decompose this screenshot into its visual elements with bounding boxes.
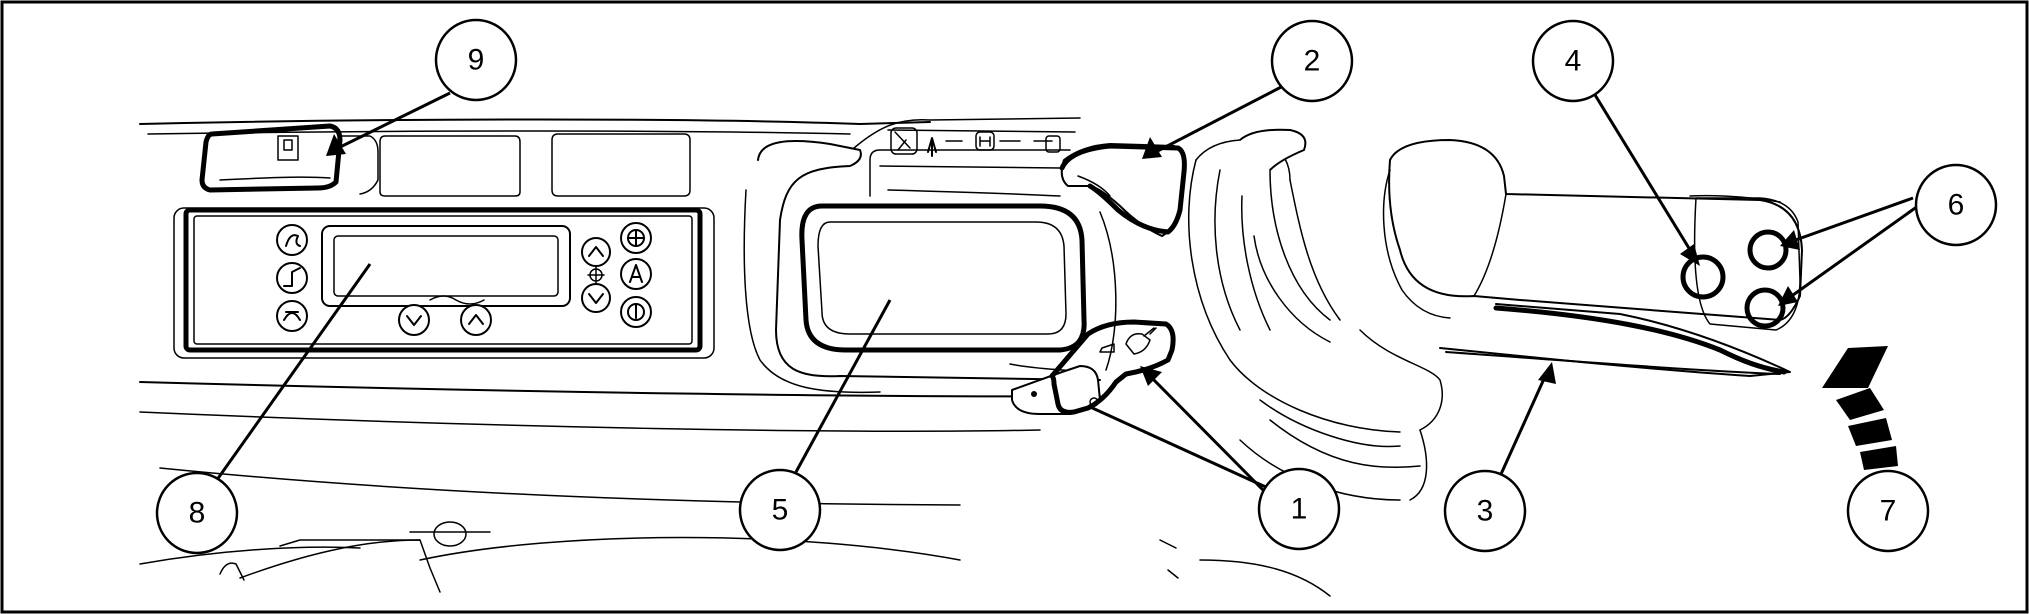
fan-up-button[interactable] — [460, 304, 492, 336]
a-icon — [629, 264, 643, 283]
leader-6b-arrowhead — [1778, 286, 1798, 306]
callout-9: 9 — [434, 18, 518, 102]
indicator-strip — [887, 127, 1076, 157]
fan-button[interactable] — [620, 222, 652, 254]
temperature-up-icon — [588, 246, 604, 257]
leader-3 — [1495, 369, 1550, 484]
callout-1: 1 — [1257, 467, 1341, 551]
control-column — [1188, 139, 1443, 501]
leader-5 — [794, 299, 892, 473]
tool-indicator-icon — [890, 127, 918, 155]
leader-4 — [1590, 89, 1697, 259]
leader-6a-arrowhead — [1780, 230, 1800, 250]
climate-control-panel — [173, 207, 715, 359]
leader-6a — [1789, 196, 1914, 244]
leader-2 — [1147, 83, 1286, 158]
leader-8 — [212, 263, 372, 485]
leader-2-arrowhead — [1142, 137, 1162, 159]
callout-6: 6 — [1914, 163, 1998, 247]
climate-display — [321, 225, 571, 307]
callout-7-label: 7 — [1880, 495, 1897, 528]
upper-vent-left — [379, 135, 521, 197]
lever-tilt-icon — [1125, 327, 1157, 355]
power-button[interactable] — [620, 296, 652, 328]
leader-6b — [1785, 204, 1919, 302]
callout-3-label: 3 — [1477, 495, 1494, 528]
leader-1b — [1087, 404, 1269, 490]
fan-down-icon — [406, 315, 422, 326]
center-console-bezel — [743, 117, 1117, 394]
fan-indicator — [587, 266, 605, 284]
trim-strip-3 — [1445, 305, 1787, 375]
callout-4-label: 4 — [1565, 45, 1582, 78]
rocker-switch-9[interactable] — [199, 123, 343, 193]
joystick-button-6-bottom[interactable] — [1744, 287, 1786, 329]
recirculation-icon — [283, 311, 301, 321]
temperature-down-icon — [588, 293, 604, 304]
callout-9-label: 9 — [468, 44, 485, 77]
auto-button[interactable] — [620, 258, 652, 290]
callout-8: 8 — [155, 471, 239, 555]
fan-up-icon — [468, 314, 484, 325]
callout-3: 3 — [1443, 469, 1527, 553]
switch-symbol-icon — [277, 135, 299, 161]
callout-5: 5 — [738, 468, 822, 552]
callout-1-label: 1 — [1291, 493, 1308, 526]
recirculation-button[interactable] — [276, 300, 308, 332]
temperature-up-button[interactable] — [581, 237, 611, 267]
hold-indicator-icon — [975, 131, 995, 151]
leader-lines — [212, 83, 1919, 493]
leader-1a-arrowhead — [1140, 366, 1162, 386]
fan-down-button[interactable] — [398, 304, 430, 336]
button-pad — [1693, 197, 1801, 331]
rear-heat-icon — [283, 267, 301, 287]
defrost-button[interactable] — [276, 224, 308, 256]
motion-arrow-7 — [1822, 346, 1898, 470]
rear-heat-button[interactable] — [276, 262, 308, 294]
joystick-grip — [1239, 128, 1803, 377]
callout-8-label: 8 — [189, 497, 206, 530]
leader-9 — [329, 91, 451, 154]
lower-detail — [219, 521, 1179, 593]
callout-2: 2 — [1270, 19, 1354, 103]
display-screen-5[interactable] — [799, 203, 1087, 353]
defrost-icon — [285, 234, 301, 247]
lever-left-arrow-icon — [1099, 343, 1115, 353]
control-switch-2[interactable] — [1059, 143, 1187, 237]
callout-4: 4 — [1531, 19, 1615, 103]
switch-housing — [339, 135, 379, 195]
callout-5-label: 5 — [772, 494, 789, 527]
temperature-down-button[interactable] — [581, 283, 611, 313]
joystick-button-4[interactable] — [1680, 254, 1726, 300]
callout-7: 7 — [1846, 469, 1930, 553]
fan-symbol-icon — [429, 295, 485, 305]
leader-9-arrowhead — [326, 134, 346, 156]
leader-4-arrowhead — [1680, 244, 1700, 266]
callout-6-label: 6 — [1948, 189, 1965, 222]
callout-2-label: 2 — [1304, 45, 1321, 78]
leader-3-arrowhead — [1538, 362, 1556, 384]
joystick-button-6-top[interactable] — [1747, 229, 1789, 271]
upper-vent-right — [551, 133, 691, 197]
leader-1a — [1144, 370, 1266, 493]
